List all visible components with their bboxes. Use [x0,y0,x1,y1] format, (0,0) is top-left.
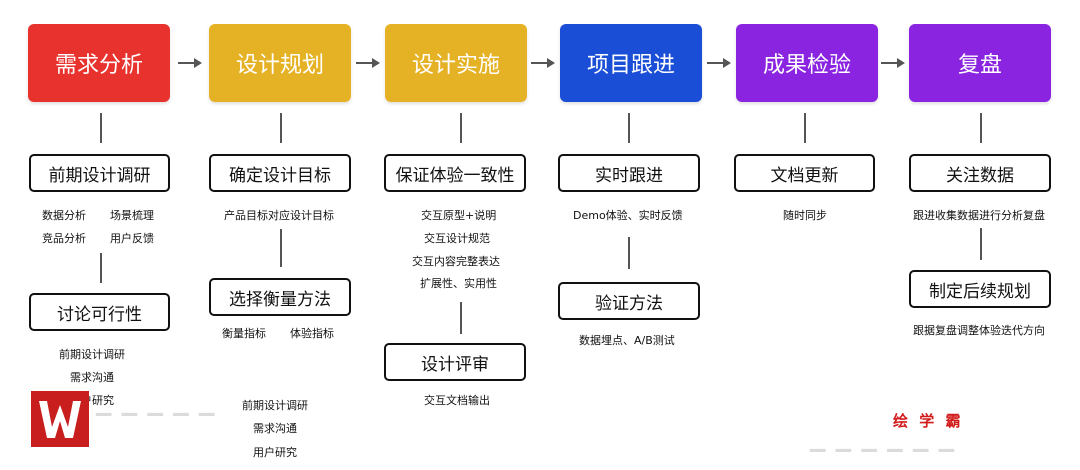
item-text: 前期设计调研 [59,348,125,361]
item-text: 数据埋点、A/B测试 [579,334,675,347]
item-text: 前期设计调研 [242,399,308,412]
box-label: 选择衡量方法 [229,289,331,310]
connector-line [804,113,806,143]
brand-logo-icon [31,391,89,447]
box-label: 讨论可行性 [57,304,142,325]
stage-label: 复盘 [957,53,1002,78]
item-text: 用户研究 [253,446,297,459]
item-text: 随时同步 [783,209,827,222]
stage-review: 复盘 [909,24,1051,102]
watermark: ▁ ▁ ▁ ▁ ▁ ▁ [810,428,957,452]
item-text: 衡量指标 [222,327,266,340]
item-text: 数据分析 [42,209,86,222]
arrow-right-icon [707,58,731,68]
item-text: 产品目标对应设计目标 [224,209,334,222]
item-text: 需求沟通 [253,422,297,435]
box-label: 制定后续规划 [929,281,1031,302]
box-label: 文档更新 [770,165,839,186]
box-verification-method: 验证方法 [558,282,700,320]
arrow-right-icon [881,58,905,68]
arrow-right-icon [356,58,380,68]
stage-label: 设计实施 [411,53,500,78]
box-label: 确定设计目标 [229,165,331,186]
stage-result-verification: 成果检验 [736,24,878,102]
item-text: 跟进收集数据进行分析复盘 [913,209,1045,222]
stage-design-planning: 设计规划 [209,24,351,102]
stage-requirement-analysis: 需求分析 [28,24,170,102]
item-text: 体验指标 [290,327,334,340]
item-text: 交互设计规范 [424,232,490,245]
box-focus-data: 关注数据 [909,154,1051,192]
stage-label: 项目跟进 [586,53,675,78]
item-text: 竞品分析 [42,232,86,245]
arrow-right-icon [531,58,555,68]
connector-line [628,237,630,269]
stage-label: 需求分析 [54,53,143,78]
connector-line [280,113,282,143]
item-text: 用户反馈 [110,232,154,245]
box-discuss-feasibility: 讨论可行性 [29,293,170,331]
watermark: ▁ ▁ ▁ ▁ ▁ [96,392,217,416]
box-label: 前期设计调研 [48,165,151,186]
arrow-right-icon [178,58,202,68]
box-label: 实时跟进 [595,165,663,186]
connector-line [980,113,982,143]
connector-line [100,253,102,283]
connector-line [460,113,462,143]
connector-line [980,228,982,260]
item-text: 交互文档输出 [424,394,490,407]
item-text: 扩展性、实用性 [420,277,497,290]
box-design-review: 设计评审 [384,343,526,381]
item-text: 交互原型+说明 [421,209,497,222]
box-realtime-followup: 实时跟进 [558,154,700,192]
connector-line [628,113,630,143]
box-define-design-goal: 确定设计目标 [209,154,351,192]
item-text: 需求沟通 [70,371,114,384]
stage-label: 成果检验 [762,53,851,78]
box-choose-measurement: 选择衡量方法 [209,278,351,316]
box-document-update: 文档更新 [734,154,875,192]
connector-line [280,229,282,267]
box-label: 关注数据 [946,165,1014,186]
item-text: Demo体验、实时反馈 [573,209,683,222]
box-ensure-consistency: 保证体验一致性 [384,154,526,192]
item-text: 场景梳理 [110,209,154,222]
box-label: 验证方法 [595,293,663,314]
item-text: 跟据复盘调整体验迭代方向 [913,324,1045,337]
stage-project-followup: 项目跟进 [560,24,702,102]
stage-label: 设计规划 [235,53,324,78]
brand-name: 绘 学 霸 [893,412,964,430]
box-label: 设计评审 [421,354,489,375]
stage-design-implementation: 设计实施 [385,24,527,102]
box-label: 保证体验一致性 [395,165,515,186]
connector-line [100,113,102,143]
box-early-design-research: 前期设计调研 [29,154,170,192]
box-follow-up-planning: 制定后续规划 [909,270,1051,308]
item-text: 交互内容完整表达 [412,255,500,268]
connector-line [460,302,462,334]
